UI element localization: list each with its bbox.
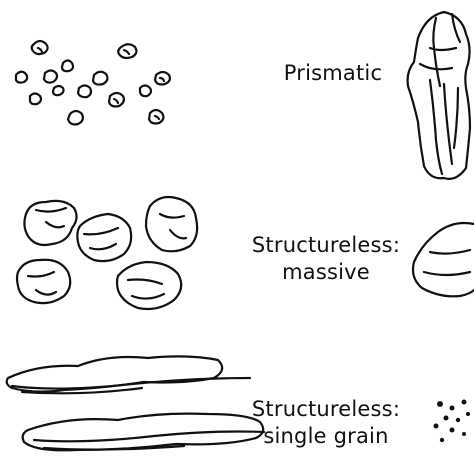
single-grain-dots-sketch — [433, 399, 470, 443]
prismatic-column-sketch — [406, 10, 472, 180]
label-structureless-massive: Structureless: massive — [251, 233, 401, 284]
blocky-aggregates-sketch — [15, 195, 199, 311]
label-prismatic: Prismatic — [283, 61, 383, 85]
platy-slabs-sketch — [5, 355, 266, 452]
massive-clod-sketch — [411, 221, 474, 298]
label-structureless-single-grain: Structureless: single grain — [251, 397, 401, 448]
granular-crumbs-sketch — [14, 39, 171, 126]
